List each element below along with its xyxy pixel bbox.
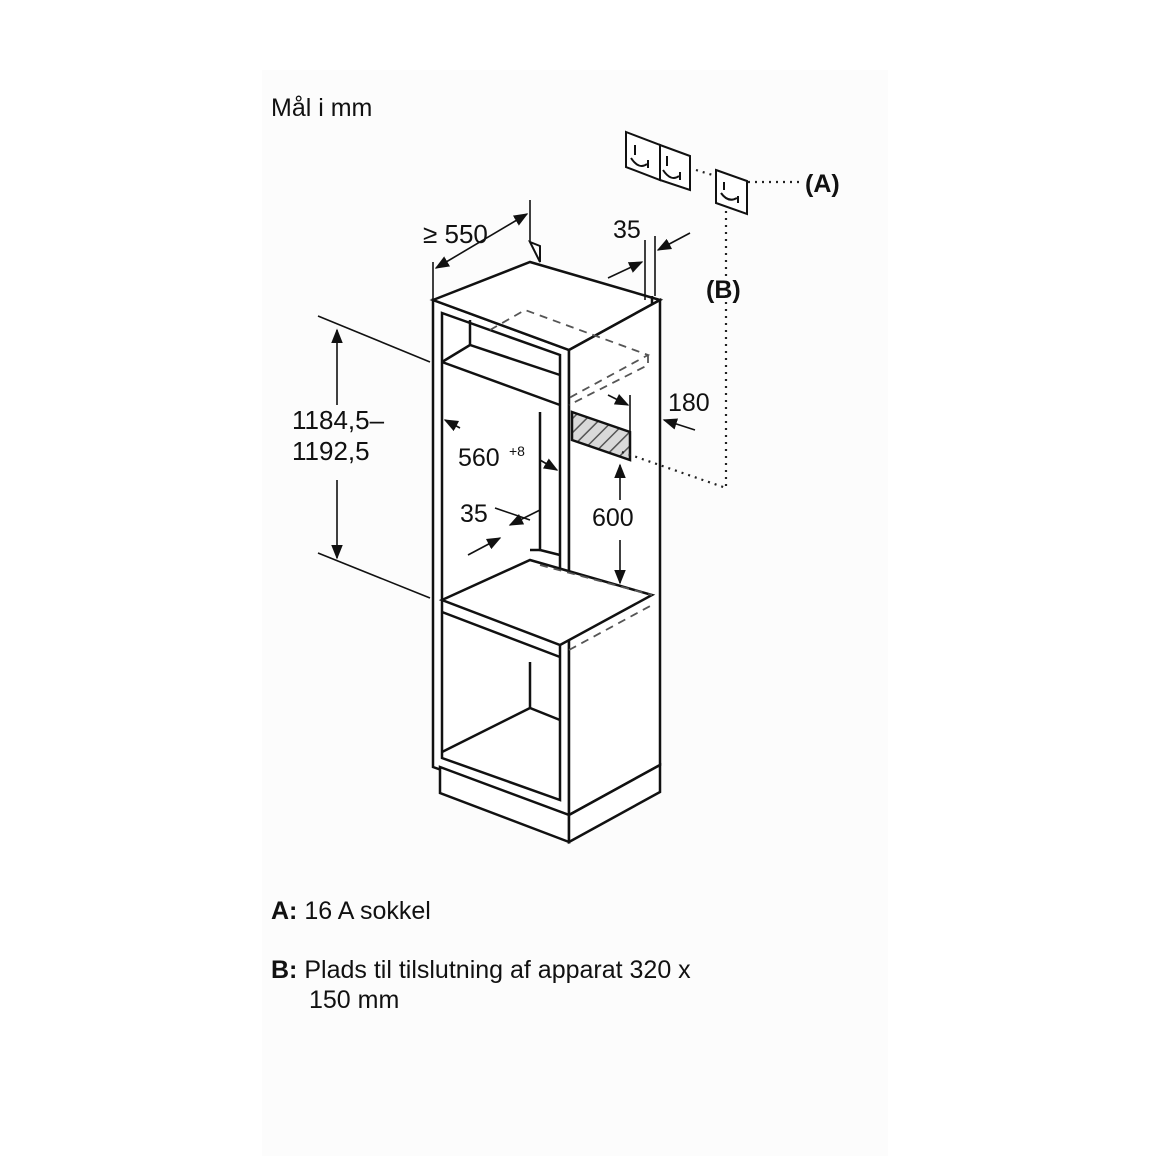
callout-b: (B) <box>706 276 741 304</box>
cabinet <box>429 240 664 845</box>
inner-gap-label: 35 <box>460 500 488 528</box>
cabinet-front-opening <box>440 311 562 802</box>
callout-a: (A) <box>805 170 840 198</box>
single-socket-icon <box>715 168 748 216</box>
socket-offset-label: 180 <box>668 389 710 417</box>
legend-item-a: A: 16 A sokkel <box>271 896 431 926</box>
depth-label: ≥ 550 <box>423 219 488 249</box>
double-socket-icon <box>625 130 691 192</box>
legend-text-b-line1: Plads til tilslutning af apparat 320 x <box>304 956 691 984</box>
cabinet-right-side <box>567 297 662 818</box>
niche-height-label: 600 <box>592 504 634 532</box>
dimension-text: ≥ 550 35 1184,5– 1192,5 560 +8 35 180 60… <box>292 170 840 532</box>
height-label-2: 1192,5 <box>292 436 370 466</box>
legend-key-b: B: <box>271 956 298 984</box>
height-label-1: 1184,5– <box>292 405 385 435</box>
legend-item-b: B: Plads til tilslutning af apparat 320 … <box>271 955 691 985</box>
connection-area <box>570 410 632 462</box>
width-label: 560 <box>458 444 500 472</box>
side-gap-label: 35 <box>613 216 641 244</box>
socket-icons <box>625 130 748 216</box>
legend-text-a: 16 A sokkel <box>304 897 431 925</box>
width-tolerance: +8 <box>509 443 525 459</box>
legend-text-b-line2: 150 mm <box>309 986 400 1014</box>
units-label: Mål i mm <box>271 94 373 122</box>
legend-key-a: A: <box>271 897 298 925</box>
connection-path <box>621 168 800 490</box>
dashed-guides <box>489 309 653 651</box>
dimension-lines <box>317 200 696 599</box>
